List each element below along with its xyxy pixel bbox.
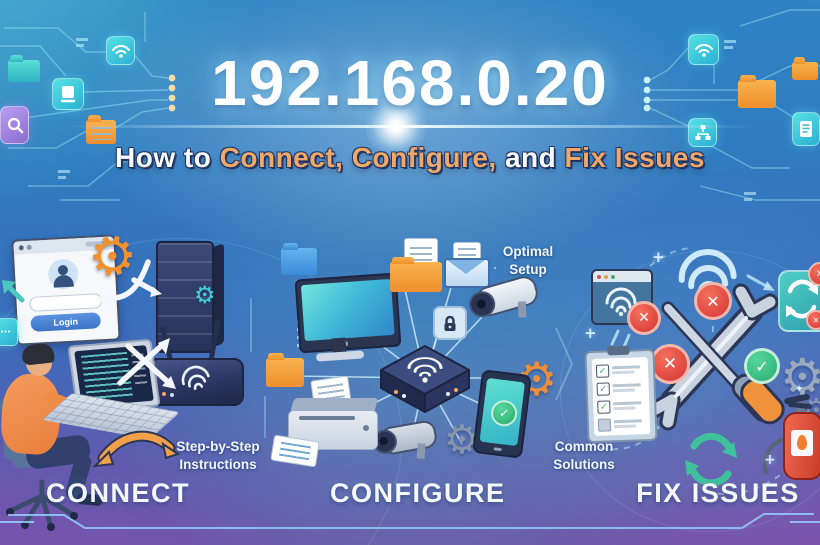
server-front xyxy=(156,241,214,353)
success-badge: ✓ xyxy=(744,348,780,384)
folder-icon xyxy=(792,57,818,80)
extinguisher-label xyxy=(791,430,813,456)
sparkle-plus: + xyxy=(764,452,776,468)
browser-window-icon xyxy=(591,269,653,325)
printer-slot xyxy=(299,416,355,420)
lock-icon xyxy=(433,306,467,340)
printer-icon xyxy=(270,375,384,470)
folder-icon xyxy=(266,353,304,387)
sparkle-plus: + xyxy=(652,248,665,266)
window-dot xyxy=(597,274,601,279)
subtitle-text: How to xyxy=(115,142,220,173)
page-subtitle: How to Connect, Configure, and Fix Issue… xyxy=(0,142,820,174)
cross-glyph: ✕ xyxy=(815,268,820,280)
window-dot xyxy=(611,274,615,279)
circuit-decoration xyxy=(0,9,820,201)
cross-glyph: ✕ xyxy=(638,310,650,326)
cross-glyph: ✕ xyxy=(662,354,678,374)
envelope-body xyxy=(444,258,490,288)
sparkle-plus: + xyxy=(584,324,597,342)
search-icon xyxy=(0,106,29,144)
folder-doc-icon xyxy=(390,257,442,292)
server-icon: ⚙ xyxy=(156,241,228,353)
caption-line: Setup xyxy=(509,261,547,277)
section-label-fix: FIX ISSUES xyxy=(636,478,800,508)
caption-line: Optimal xyxy=(502,244,554,259)
subtitle-text: and xyxy=(496,142,565,173)
error-badge: ✕ xyxy=(627,301,661,335)
document-icon xyxy=(792,112,820,146)
caption-line: Step-by-Step xyxy=(176,439,260,454)
gear-icon: ⚙ xyxy=(780,348,820,406)
connect-caption: Step-by-Step Instructions xyxy=(166,438,270,474)
cross-glyph: ✕ xyxy=(706,291,720,311)
check-glyph: ✓ xyxy=(755,356,769,376)
configure-caption: Optimal Setup xyxy=(494,243,562,279)
connect-arrows xyxy=(92,259,181,468)
folder-lines xyxy=(90,126,112,140)
network-tree-icon xyxy=(688,118,717,147)
cross-glyph: ✕ xyxy=(812,315,820,325)
dots-glyph: ••• xyxy=(0,328,12,336)
router-led xyxy=(170,393,174,397)
wifi-icon xyxy=(688,34,719,65)
folder-icon xyxy=(281,243,317,275)
error-badge: ✕ xyxy=(650,344,690,384)
folder-icon xyxy=(8,55,40,82)
network-hub-icon xyxy=(380,345,470,413)
doc-lines xyxy=(457,247,477,261)
error-badge: ✕ xyxy=(694,282,732,320)
router-led xyxy=(162,392,166,396)
error-badge: ✕ xyxy=(806,310,820,330)
folder-icon xyxy=(738,75,776,108)
flame-icon xyxy=(797,435,807,450)
printer-button xyxy=(363,425,369,431)
wifi-icon xyxy=(106,36,135,65)
caption-line: Solutions xyxy=(553,456,615,472)
envelope-flap xyxy=(447,260,485,274)
gear-icon: ⚙ xyxy=(194,281,216,309)
extinguisher-body xyxy=(783,412,820,480)
caption-line: Instructions xyxy=(179,456,257,472)
subtitle-highlight: Fix Issues xyxy=(564,142,705,173)
section-label-connect: CONNECT xyxy=(46,478,190,508)
sparkle-star: ✦ xyxy=(795,384,804,395)
chat-dots-icon: ••• xyxy=(0,318,18,346)
fire-extinguisher-icon xyxy=(782,392,820,482)
edge-arrow-decoration xyxy=(2,280,25,303)
window-dot xyxy=(604,274,608,279)
folder-doc-icon xyxy=(86,115,116,144)
fix-caption: Common Solutions xyxy=(540,438,628,474)
email-icon xyxy=(444,242,490,288)
caption-line: Common xyxy=(554,439,614,454)
browser-titlebar xyxy=(593,271,651,282)
subtitle-highlight: Connect, Configure, xyxy=(219,142,497,173)
lens-flare-star xyxy=(366,96,426,156)
download-doc-icon xyxy=(52,78,84,110)
page-title: 192.168.0.20 xyxy=(211,47,609,119)
section-label-configure: CONFIGURE xyxy=(330,478,506,508)
